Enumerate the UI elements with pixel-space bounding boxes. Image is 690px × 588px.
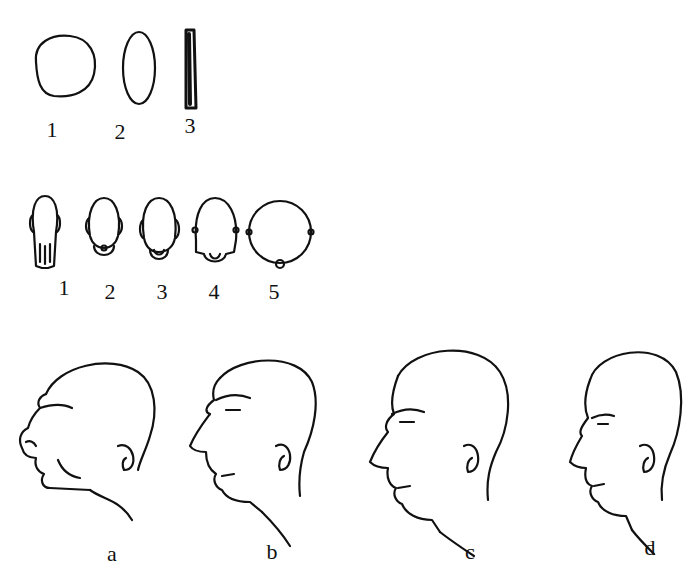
- head-d: [570, 352, 681, 554]
- round-section: [36, 36, 95, 97]
- skull-2: [86, 198, 122, 255]
- skull-5: [247, 201, 314, 268]
- flat-section-fill: [189, 34, 190, 104]
- figure-label: c: [465, 541, 475, 563]
- figure-label: 4: [209, 281, 220, 303]
- figure-label: d: [645, 537, 656, 559]
- skull-1: [30, 196, 60, 268]
- figure-label: 3: [157, 281, 168, 303]
- oval-section: [123, 32, 155, 104]
- figure-label: 5: [269, 281, 280, 303]
- figure-label: 2: [105, 281, 116, 303]
- figure-label: b: [267, 541, 278, 563]
- head-a: [20, 363, 154, 520]
- figure-label: 3: [185, 115, 196, 137]
- figure-label: a: [107, 543, 117, 565]
- skull-4: [193, 198, 239, 262]
- figure-label: 1: [59, 277, 70, 299]
- skull-3: [140, 198, 179, 259]
- flat-section: [186, 30, 196, 108]
- head-b: [190, 361, 316, 547]
- head-c: [370, 351, 508, 556]
- figure-label: 2: [115, 121, 126, 143]
- figure-label: 1: [47, 119, 58, 141]
